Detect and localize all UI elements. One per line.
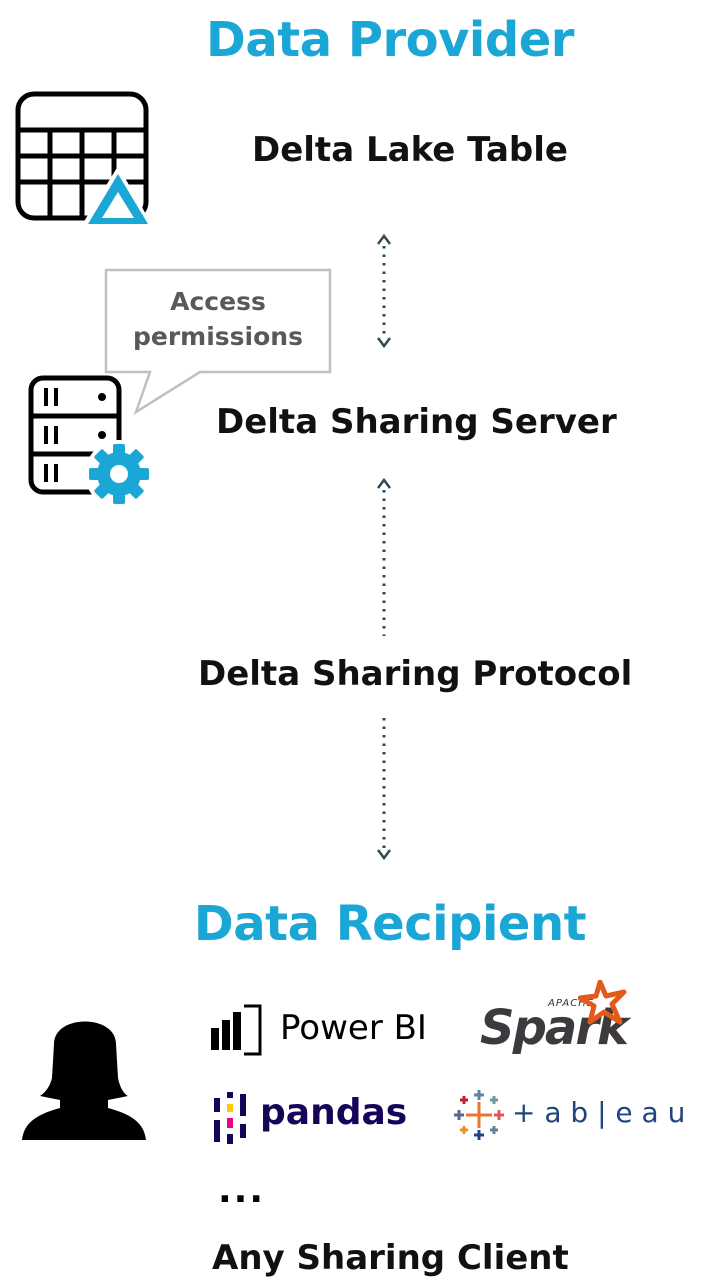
tableau-icon: [454, 1090, 504, 1140]
callout-line-2: permissions: [133, 322, 303, 351]
spark-apache-label: APACHE: [548, 998, 595, 1009]
down-arrow: [377, 718, 391, 861]
delta-sharing-protocol-label: Delta Sharing Protocol: [198, 654, 633, 694]
callout-line-1: Access: [170, 287, 266, 316]
delta-lake-table-icon: [15, 91, 154, 228]
pandas-icon: [214, 1092, 246, 1144]
spark-label: Spark: [480, 1000, 629, 1056]
server-gear-icon: [28, 375, 152, 506]
spark-star-icon: [578, 980, 627, 1025]
callout-text: Access permissions: [104, 284, 332, 354]
bidirectional-arrow-1: [377, 233, 391, 349]
power-bi-label: Power BI: [280, 1008, 427, 1048]
delta-lake-table-label: Delta Lake Table: [252, 130, 568, 170]
any-sharing-client-label: Any Sharing Client: [212, 1238, 569, 1278]
more-clients-ellipsis: ...: [218, 1170, 266, 1211]
access-permissions-callout: [104, 268, 332, 415]
power-bi-icon: [211, 1004, 262, 1056]
person-icon: [22, 1021, 146, 1140]
tableau-label: + a b | e a u: [512, 1096, 686, 1129]
data-provider-heading: Data Provider: [206, 12, 574, 68]
delta-sharing-server-label: Delta Sharing Server: [216, 402, 617, 442]
up-arrow: [377, 477, 391, 636]
data-recipient-heading: Data Recipient: [193, 896, 587, 952]
pandas-label: pandas: [260, 1092, 408, 1133]
